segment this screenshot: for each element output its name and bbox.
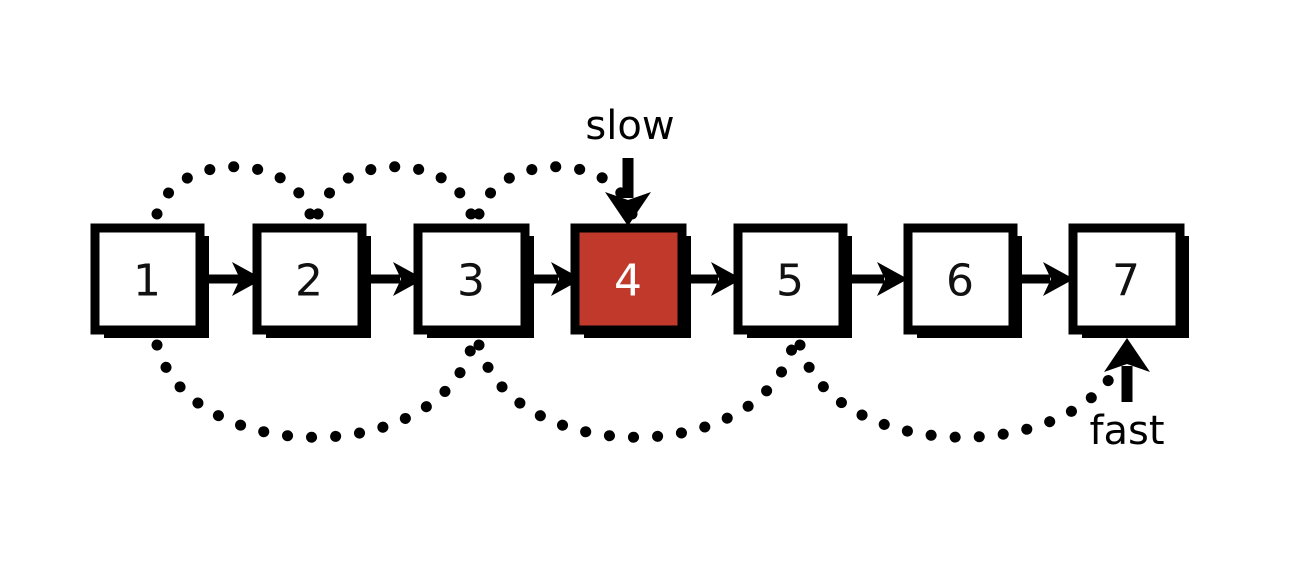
node-7[interactable]: 7 [1068, 223, 1189, 338]
node-5[interactable]: 5 [733, 223, 852, 338]
slow-pointer-label: slow [585, 103, 674, 149]
node-7-body [1068, 223, 1185, 335]
node-4-body [570, 223, 687, 335]
next-arrow-4-5 [684, 262, 742, 296]
node-group: 1 2 3 4 [90, 223, 1189, 338]
fast-hop-arc-group [151, 339, 1132, 443]
fast-hop-arc-1 [151, 339, 478, 443]
slow-hop-arc-3 [473, 161, 638, 220]
node-3-label: 3 [457, 256, 485, 307]
node-2-body [252, 223, 367, 335]
fast-hop-arc-2 [473, 339, 799, 443]
node-1[interactable]: 1 [90, 223, 209, 338]
slow-pointer-arrow-icon [605, 158, 651, 226]
slow-hop-arc-group [151, 161, 638, 220]
node-3[interactable]: 3 [413, 223, 534, 338]
node-6-body [903, 223, 1018, 335]
slow-pointer-annotation: slow [585, 103, 675, 226]
node-5-body [733, 223, 848, 335]
node-4[interactable]: 4 [570, 223, 691, 338]
node-7-label: 7 [1112, 256, 1140, 307]
node-6-label: 6 [946, 256, 974, 307]
node-4-label: 4 [614, 256, 642, 307]
fast-pointer-arrow-icon [1104, 338, 1150, 402]
node-3-body [413, 223, 530, 335]
node-1-label: 1 [133, 256, 161, 307]
node-2-label: 2 [295, 256, 323, 307]
fast-pointer-annotation: fast [1089, 338, 1165, 454]
node-1-body [90, 223, 205, 335]
node-6[interactable]: 6 [903, 223, 1022, 338]
slow-hop-arc-2 [312, 161, 477, 220]
node-5-label: 5 [776, 256, 804, 307]
slow-hop-arc-1 [151, 161, 316, 220]
fast-pointer-label: fast [1089, 408, 1164, 454]
fast-hop-arc-3 [794, 339, 1132, 443]
next-arrow-6-7 [1015, 262, 1074, 296]
node-2[interactable]: 2 [252, 223, 371, 338]
next-arrow-5-6 [845, 262, 908, 296]
